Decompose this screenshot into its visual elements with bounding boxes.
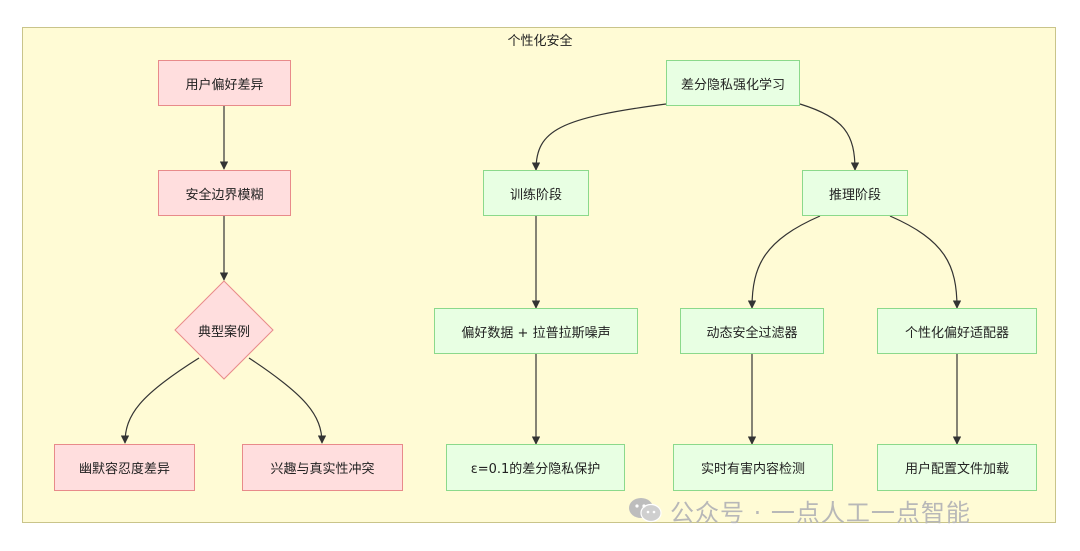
edge-dprl-to-training [531,103,667,171]
edge-dprl-to-inference [799,103,860,171]
edge-inference-to-adapter [889,215,962,309]
node-dp-rl: 差分隐私强化学习 [666,60,800,106]
node-safety-boundary-blur: 安全边界模糊 [158,170,291,216]
watermark-text: 公众号 · 一点人工一点智能 [670,498,971,527]
node-dynamic-filter: 动态安全过滤器 [680,308,824,354]
node-pref-data-laplace: 偏好数据 + 拉普拉斯噪声 [434,308,638,354]
node-humor-tolerance: 幽默容忍度差异 [54,444,195,491]
node-user-pref-diff: 用户偏好差异 [158,60,291,106]
node-profile-loading: 用户配置文件加载 [877,444,1037,491]
wechat-icon [629,498,662,523]
node-inference-phase: 推理阶段 [802,170,908,216]
edge-cases-to-conflict [248,357,327,444]
diamond-shape [174,280,274,380]
watermark: 公众号 · 一点人工一点智能 [628,493,971,527]
node-interest-truth-conflict: 兴趣与真实性冲突 [242,444,403,491]
subgraph-title: 个性化安全 [507,34,573,49]
node-typical-cases: 典型案例 [174,280,274,380]
edge-inference-to-filter [747,215,821,309]
node-realtime-detection: 实时有害内容检测 [673,444,833,491]
node-dp-protection: ε=0.1的差分隐私保护 [446,444,625,491]
node-personal-adapter: 个性化偏好适配器 [877,308,1037,354]
node-typical-cases-label: 典型案例 [197,324,250,340]
edge-cases-to-humor [120,357,200,444]
node-training-phase: 训练阶段 [483,170,589,216]
